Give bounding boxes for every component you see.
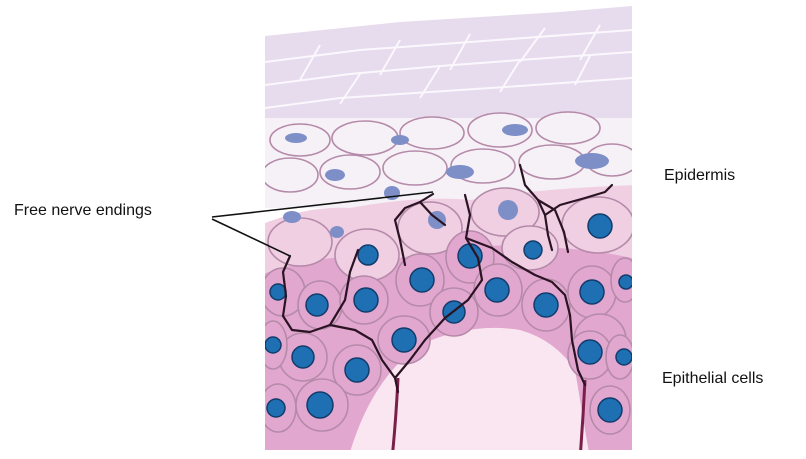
epithelial-cells-label: Epithelial cells (662, 370, 763, 388)
epidermis-label: Epidermis (664, 167, 735, 185)
free-nerve-endings-label: Free nerve endings (14, 202, 152, 220)
stratum-corneum (260, 0, 640, 125)
